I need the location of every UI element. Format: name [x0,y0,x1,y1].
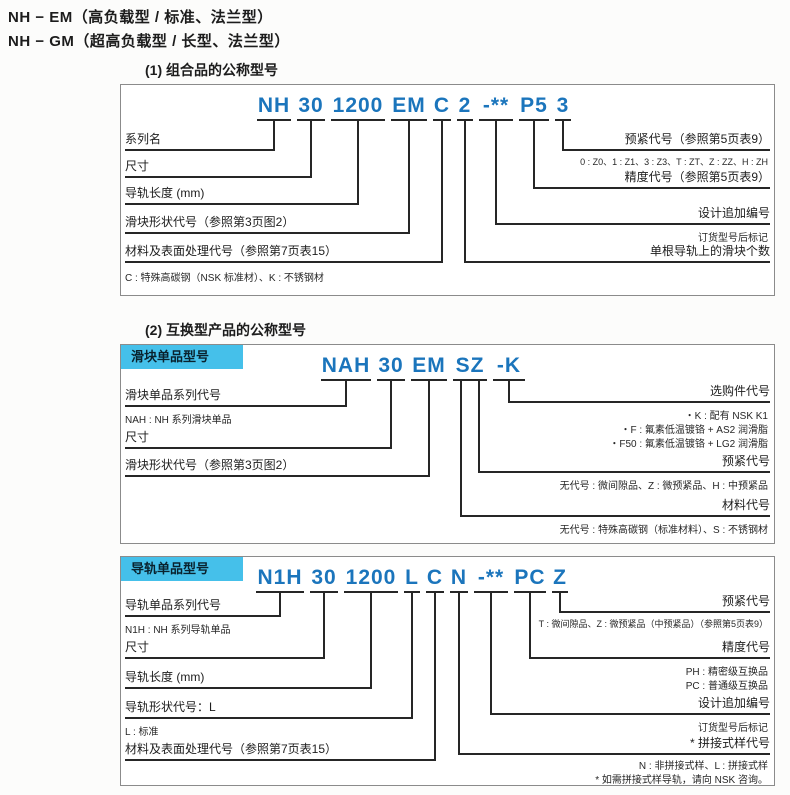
code-segment-option: -K [493,353,525,381]
code-segment-series: NH [257,93,291,121]
code-segment-material: C [426,565,444,593]
series-heading-nh-em: NH − EM（高负载型 / 标准、法兰型） [8,9,273,26]
label-size: 尺寸 [125,158,311,178]
section1-title: (1) 组合品的公称型号 [145,62,278,78]
label-preload-code: 预紧代号 [479,453,770,473]
code-segment-material-preload: SZ [453,353,487,381]
label-slider-shape-code: 滑块形状代号（参照第3页图2） [125,457,429,477]
code-segment-precision: PC [514,565,546,593]
code-segment-shape: EM [391,93,427,121]
label-material-surface-code: 材料及表面处理代号（参照第7页表15） [125,741,435,761]
slider-single-product-bar: 滑块单品型号 [121,345,243,369]
note-preload-codes: T : 微间隙品、Z : 微预紧品（中预紧品）（参照第5页表9） [538,619,768,629]
code-segment-length: 1200 [344,565,398,593]
note-joint-consult: * 如需拼接式样导轨，请向 NSK 咨询。 [595,775,768,786]
leader-line [370,593,372,689]
leader-line [559,593,561,613]
leader-line [460,381,462,517]
note-order-mark: 订货型号后标记 [698,233,768,244]
section3-model-diagram: 导轨单品型号 N1H 30 1200 L C N -** PC Z 导轨单品系列… [120,556,775,786]
leader-line [478,381,480,473]
label-precision-code: 精度代号 [530,639,770,659]
code-segment-size: 30 [377,353,405,381]
code-segment-size: 30 [310,565,338,593]
leader-line [490,593,492,715]
note-option-f: ・F : 氟素低温镀铬 + AS2 润滑脂 [620,425,768,436]
label-rail-length: 导轨长度 (mm) [125,669,371,689]
leader-line [495,121,497,225]
code-segment-series: N1H [256,565,304,593]
leader-line [323,593,325,659]
label-material-code: 材料代号 [461,497,770,517]
note-preload-codes: 0 : Z0、1 : Z1、3 : Z3、T : ZT、Z : ZZ、H : Z… [580,157,768,167]
label-rail-shape-code: 导轨形状代号：L [125,699,412,719]
note-rail-series: N1H : NH 系列导轨单品 [125,625,231,636]
code-segment-precision: P5 [519,93,549,121]
label-rail-length: 导轨长度 (mm) [125,185,358,205]
leader-line [345,381,347,407]
code-segment-series: NAH [321,353,371,381]
label-option-code: 选购件代号 [509,383,770,403]
note-material-codes: 无代号 : 特殊高碳钢（标准材料）、S : 不锈钢材 [559,525,768,536]
label-joint-type-code: * 拼接式样代号 [459,735,770,755]
code-segment-preload: 3 [555,93,571,121]
label-design-addition-no: 设计追加编号 [491,695,770,715]
code-segment-material: C [433,93,451,121]
leader-line [464,121,466,263]
code-segment-joint: N [450,565,468,593]
note-option-f50: ・F50 : 氟素低温镀铬 + LG2 润滑脂 [609,439,768,450]
leader-line [562,121,564,151]
code-segment-slider-count: 2 [457,93,473,121]
leader-line [529,593,531,659]
label-preload-code: 预紧代号（参照第5页表9） [563,131,770,151]
code-segment-preload: Z [552,565,568,593]
label-sliders-per-rail: 单根导轨上的滑块个数 [465,243,770,263]
note-option-k: ・K : 配有 NSK K1 [684,411,768,422]
leader-line [508,381,510,403]
label-design-addition-no: 设计追加编号 [496,205,770,225]
label-size: 尺寸 [125,429,391,449]
label-rail-series-code: 导轨单品系列代号 [125,597,280,617]
leader-line [357,121,359,205]
note-rail-shape: L : 标准 [125,727,159,738]
leader-line [458,593,460,755]
leader-line [408,121,410,234]
code-segment-size: 30 [297,93,325,121]
leader-line [533,121,535,189]
note-material-codes: C : 特殊高碳钢（NSK 标准材）、K : 不锈钢材 [125,273,324,284]
leader-line [411,593,413,719]
leader-line [390,381,392,449]
label-slider-series-code: 滑块单品系列代号 [125,387,346,407]
label-slider-shape-code: 滑块形状代号（参照第3页图2） [125,214,409,234]
code-segment-design-no: -** [474,565,508,593]
series-heading-nh-gm: NH − GM（超高负载型 / 长型、法兰型） [8,33,290,50]
leader-line [273,121,275,151]
note-joint-codes: N : 非拼接式样、L : 拼接式样 [638,761,768,772]
note-order-mark: 订货型号后标记 [698,723,768,734]
leader-line [441,121,443,263]
label-size: 尺寸 [125,639,324,659]
code-segment-rail-shape: L [404,565,420,593]
code-segment-length: 1200 [331,93,385,121]
leader-line [428,381,430,477]
section2-model-diagram: 滑块单品型号 NAH 30 EM SZ -K 滑块单品系列代号 NAH : NH… [120,344,775,544]
code-segment-design-no: -** [479,93,513,121]
note-preload-codes: 无代号 : 微间隙品、Z : 微预紧品、H : 中预紧品 [559,481,768,492]
leader-line [310,121,312,178]
note-precision-pc: PC : 普通级互换品 [685,681,768,692]
leader-line [434,593,436,761]
label-series-name: 系列名 [125,131,274,151]
note-slider-series: NAH : NH 系列滑块单品 [125,415,232,426]
label-material-surface-code: 材料及表面处理代号（参照第7页表15） [125,243,442,263]
leader-line [279,593,281,617]
note-precision-ph: PH : 精密级互换品 [685,667,768,678]
code-segment-shape: EM [411,353,447,381]
label-precision-code: 精度代号（参照第5页表9） [534,169,770,189]
section1-model-diagram: NH 30 1200 EM C 2 -** P5 3 系列名 尺寸 导轨长度 (… [120,84,775,296]
rail-single-product-bar: 导轨单品型号 [121,557,243,581]
label-preload-code: 预紧代号 [560,593,770,613]
section2-title: (2) 互换型产品的公称型号 [145,322,306,338]
